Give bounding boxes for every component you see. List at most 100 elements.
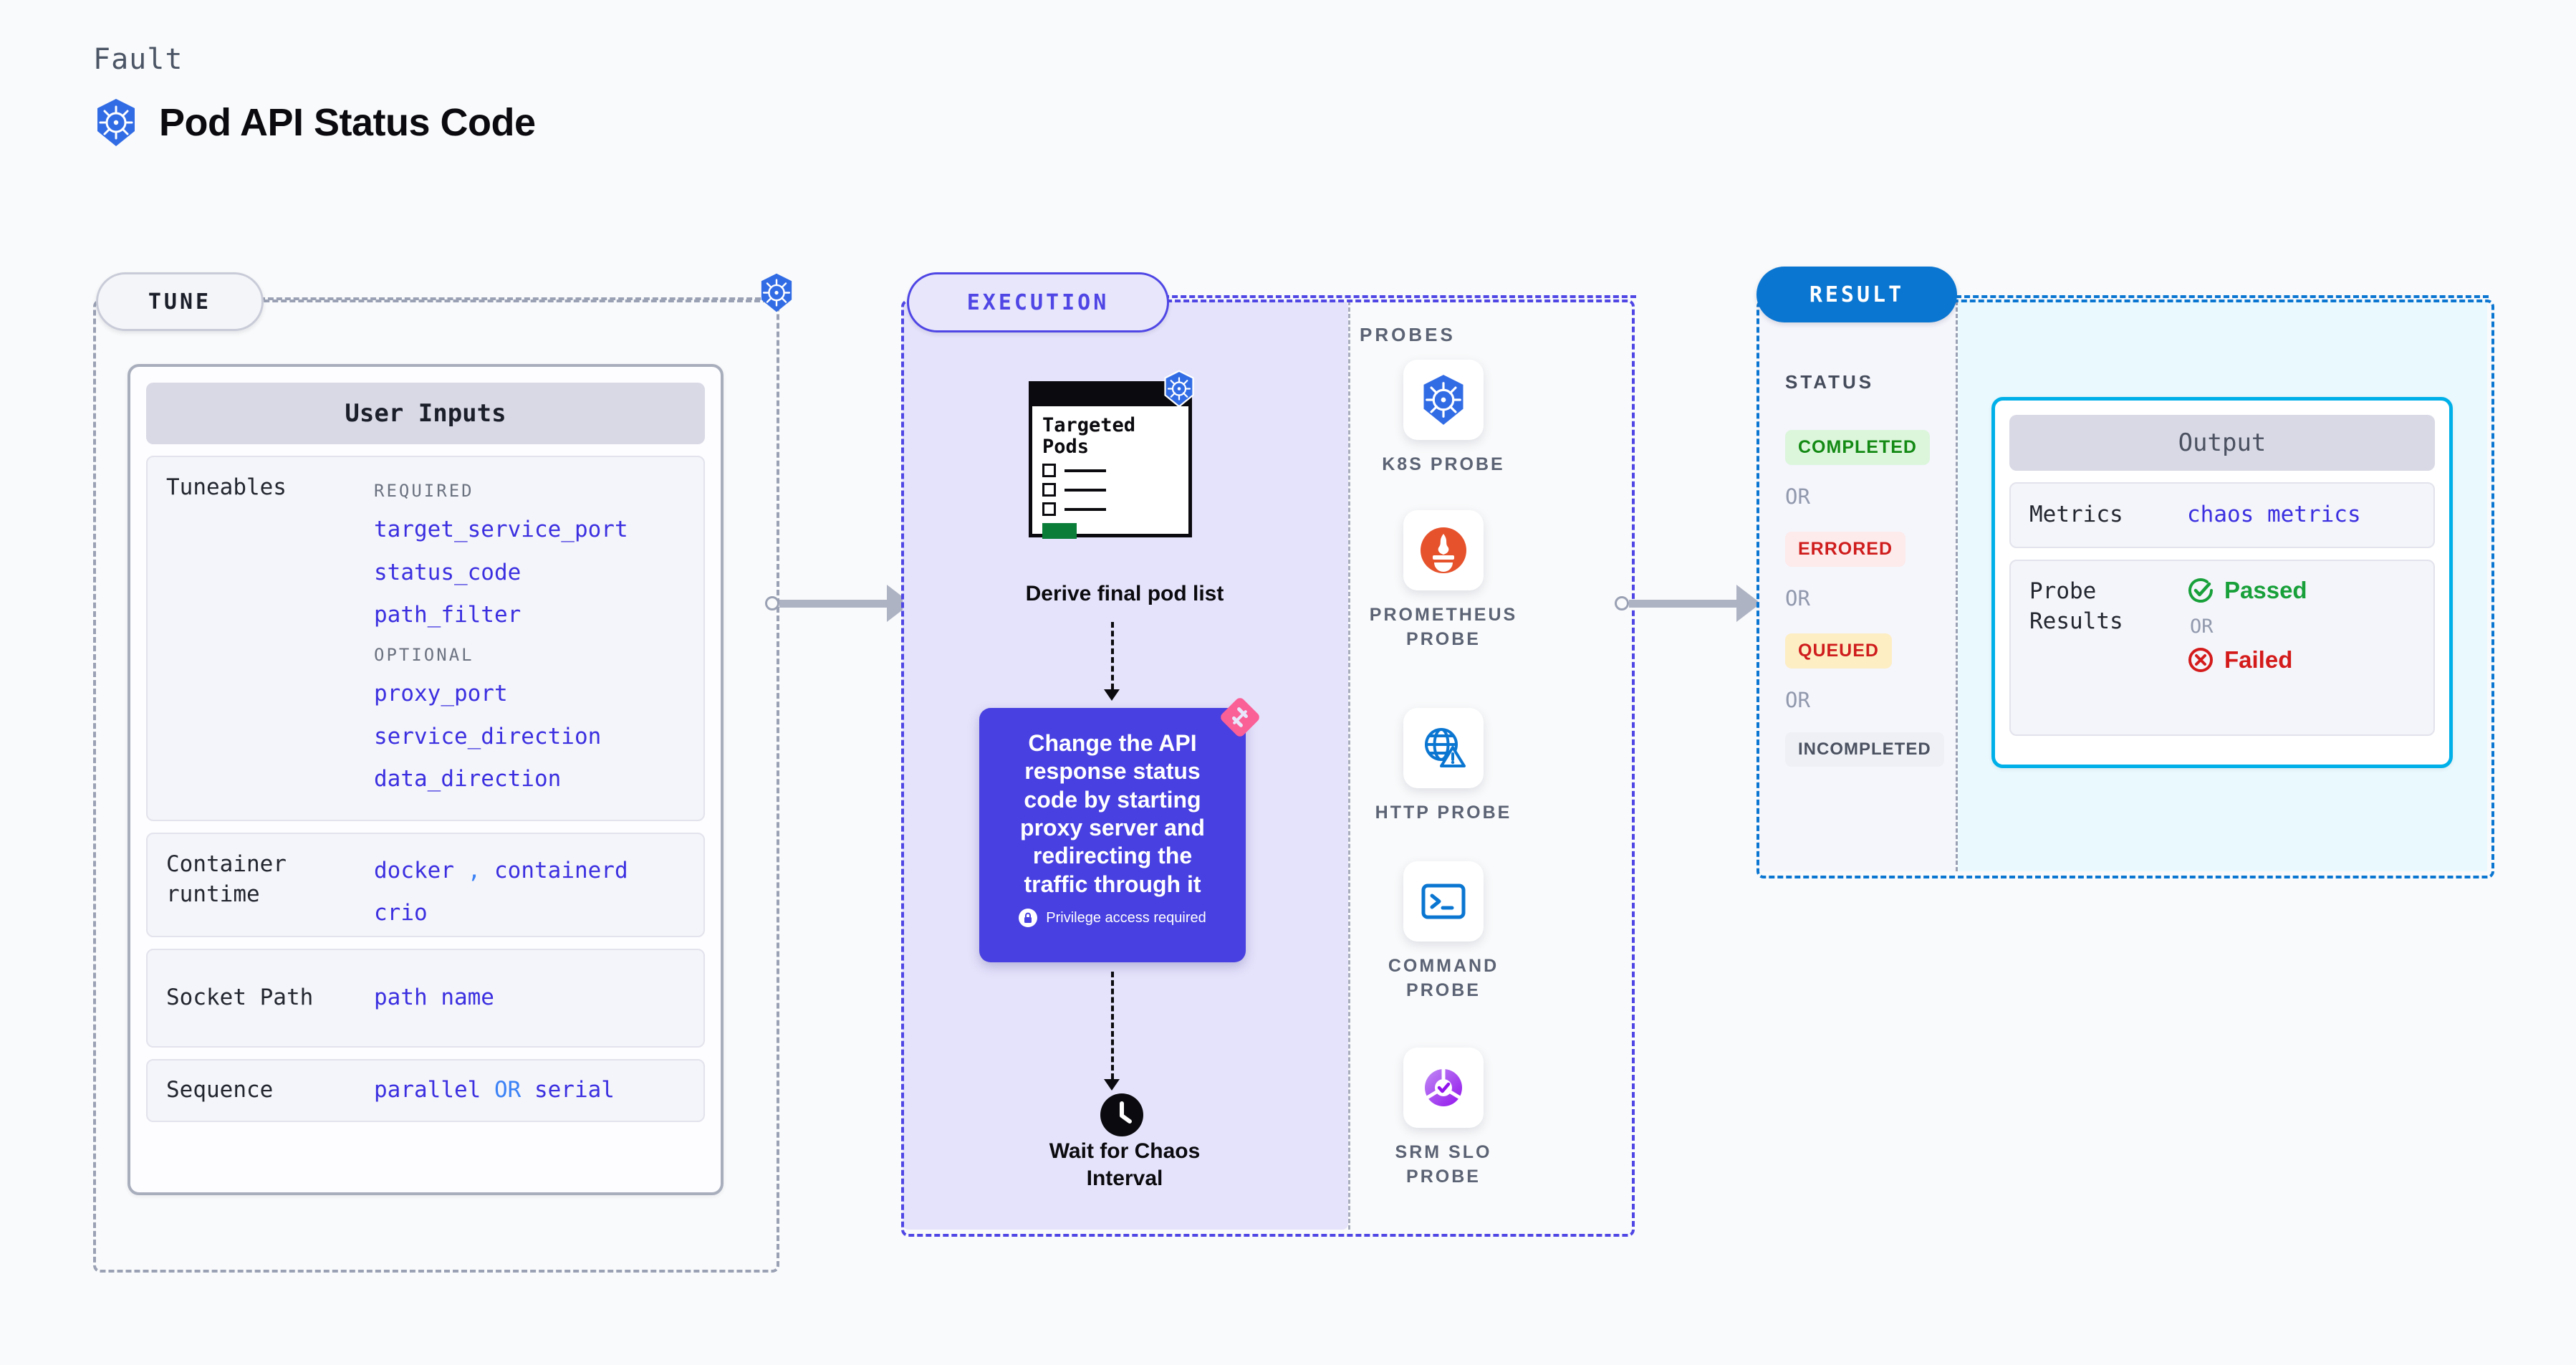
user-inputs-card: User Inputs Tuneables REQUIRED target_se… [128,364,724,1195]
probe-results-values: Passed OR Failed [2187,577,2307,719]
derive-final-pod-list-label: Derive final pod list [1025,582,1224,605]
sequence-serial[interactable]: serial [534,1077,615,1103]
action-to-wait-arrowhead [1104,1079,1120,1091]
probe-label-line2: PROBE [1406,980,1481,1000]
sequence-values: parallel OR serial [374,1077,615,1103]
socket-path-value[interactable]: path name [374,985,494,1011]
probe-label-line1: SRM SLO [1395,1142,1492,1162]
check-circle-icon [2188,578,2213,603]
tuneables-values: REQUIRED target_service_port status_code… [374,473,628,801]
checkbox-icon [1042,483,1056,497]
container-runtime-values: docker , containerd crio [374,850,628,926]
x-circle-icon [2188,648,2213,672]
probe-label-line2: PROBE [1406,628,1481,649]
probe-results-label-line1: Probe [2029,578,2097,604]
derive-to-action-connector [1111,622,1114,689]
optional-subhead: OPTIONAL [374,644,474,665]
tune-pill-connector [259,297,761,300]
runtime-containerd[interactable]: containerd [494,857,628,883]
probe-label: SRM SLO PROBE [1354,1141,1533,1189]
tuneable-service-direction[interactable]: service_direction [374,723,602,749]
connector-start-dot [1615,596,1629,610]
probe-label-line1: COMMAND [1388,956,1499,976]
status-or-1: OR [1785,484,1810,509]
status-or-3: OR [1785,688,1810,712]
connector-bar [1629,599,1736,608]
probe-k8s[interactable]: K8S PROBE [1354,360,1533,477]
result-status-column [1758,301,1956,871]
result-stage-pill[interactable]: RESULT [1756,267,1957,322]
tuneable-data-direction[interactable]: data_direction [374,766,562,792]
litmus-ribbon-icon [1219,696,1261,738]
status-badge-queued: QUEUED [1785,633,1892,669]
wait-label-line2: Interval [1086,1166,1163,1190]
connector-bar [779,599,887,608]
derive-to-action-arrowhead [1104,689,1120,701]
user-inputs-title: User Inputs [146,383,705,444]
probe-prometheus[interactable]: PROMETHEUS PROBE [1354,510,1533,652]
probes-divider [1348,301,1350,1230]
socket-path-row: Socket Path path name [146,948,705,1048]
pods-card-body: Targeted Pods [1032,406,1188,547]
socket-path-label: Socket Path [166,984,314,1010]
sequence-row: Sequence parallel OR serial [146,1058,705,1122]
wait-for-chaos-interval-label: Wait for Chaos Interval [924,1138,1325,1192]
runtime-docker[interactable]: docker [374,857,454,883]
placeholder-line [1064,469,1106,472]
metrics-value[interactable]: chaos metrics [2187,502,2361,528]
execution-pill-connector [1163,295,1636,298]
placeholder-line [1064,488,1106,492]
pods-card-title-line1: Targeted [1042,414,1136,436]
status-badge-incompleted: INCOMPLETED [1785,732,1944,767]
sequence-label: Sequence [166,1076,274,1103]
probe-command[interactable]: COMMAND PROBE [1354,861,1533,1003]
privilege-note-text: Privilege access required [1046,909,1206,926]
action-description: Change the API response status code by s… [1020,730,1205,897]
title-row: Pod API Status Code [93,97,536,148]
probe-result-or: OR [2190,616,2214,638]
tuneable-path-filter[interactable]: path_filter [374,602,522,628]
failed-label: Failed [2224,646,2293,673]
probe-label: COMMAND PROBE [1354,954,1533,1003]
pods-card-kubernetes-icon [1162,370,1196,411]
tuneable-status-code[interactable]: status_code [374,559,522,585]
sequence-parallel[interactable]: parallel [374,1077,481,1103]
probe-http[interactable]: HTTP PROBE [1354,708,1533,825]
status-title: STATUS [1785,371,1875,393]
metrics-row: Metrics chaos metrics [2009,482,2435,548]
pods-progress-bar [1042,523,1077,540]
probe-result-passed: Passed [2187,577,2307,604]
output-card: Output Metrics chaos metrics Probe Resul… [1991,397,2453,768]
runtime-crio[interactable]: crio [374,899,428,926]
tune-to-execution-connector [765,585,924,622]
pods-card-title-line2: Pods [1042,436,1090,459]
tune-stage-pill[interactable]: TUNE [96,272,264,331]
tuneable-target-service-port[interactable]: target_service_port [374,517,628,543]
srm-slo-icon [1403,1048,1484,1128]
pods-card-titlebar [1032,385,1188,406]
probe-results-label: Probe Results [2029,577,2187,719]
probe-label-line2: PROBE [1406,1166,1481,1187]
tune-region [93,300,779,1273]
prometheus-icon [1403,510,1484,590]
lock-icon [1019,909,1038,928]
privilege-note: Privilege access required [1004,909,1221,928]
checkbox-icon [1042,502,1056,517]
probe-results-label-line2: Results [2029,608,2123,634]
pods-list-item [1042,464,1178,478]
targeted-pods-card: Targeted Pods [1029,381,1192,540]
kubernetes-icon [1403,360,1484,440]
probe-label: HTTP PROBE [1375,803,1512,823]
checkbox-icon [1042,464,1056,478]
terminal-icon [1403,861,1484,942]
action-card: Change the API response status code by s… [979,708,1246,962]
probe-srm-slo[interactable]: SRM SLO PROBE [1354,1048,1533,1189]
execution-region [901,300,1635,1237]
wait-label-line1: Wait for Chaos [1049,1139,1201,1163]
runtime-separator: , [467,857,481,883]
result-column-divider [1956,301,1958,871]
status-badge-errored: ERRORED [1785,532,1906,567]
tuneable-proxy-port[interactable]: proxy_port [374,681,508,707]
execution-stage-pill[interactable]: EXECUTION [907,272,1169,332]
probe-label: K8S PROBE [1382,454,1505,474]
